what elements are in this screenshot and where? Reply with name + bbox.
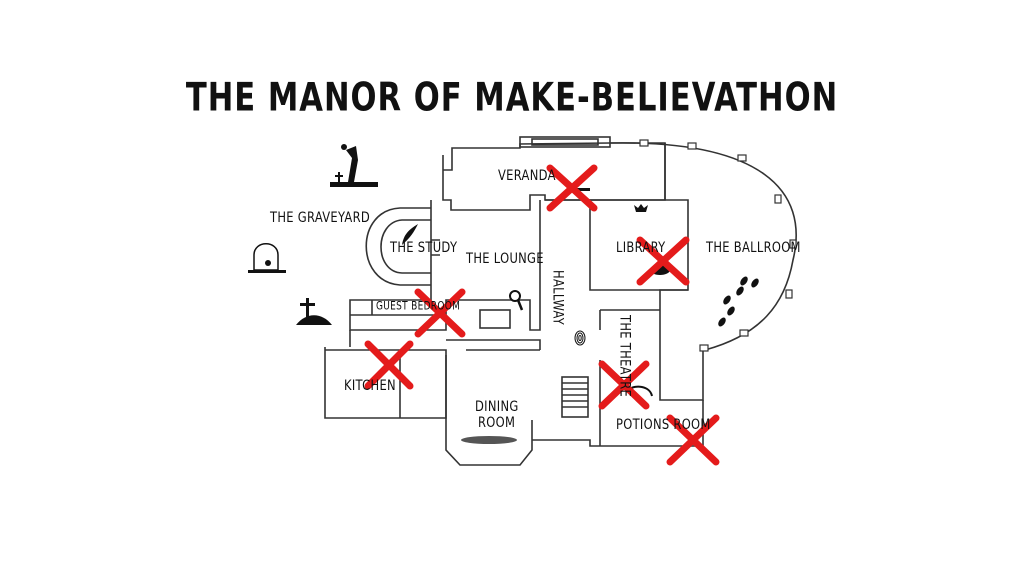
hand-raven-icon [330, 144, 378, 187]
fingerprint-icon [574, 330, 586, 346]
room-label-dining-2: ROOM [478, 413, 516, 431]
stairs-treads [562, 382, 588, 408]
quill-icon [402, 224, 418, 245]
cross-potions-room [666, 414, 720, 466]
icon-layer [248, 144, 759, 397]
wall-ballroom [609, 142, 797, 351]
wall-dining [445, 418, 533, 466]
room-label-ballroom: THE BALLROOM [706, 238, 801, 256]
room-label-kitchen: KITCHEN [344, 376, 396, 394]
lounge-desk [479, 309, 511, 329]
cross-library [636, 236, 690, 286]
cross-theatre [598, 360, 650, 410]
crown-icon [634, 204, 648, 212]
room-label-hallway: HALLWAY [549, 270, 568, 326]
cross-layer [364, 164, 720, 466]
room-label-study: THE STUDY [390, 238, 458, 256]
wall-mid [349, 330, 541, 351]
room-label-veranda: VERANDA [498, 166, 556, 184]
wall-study-inner [380, 219, 431, 274]
stairs [561, 376, 589, 418]
room-label-library: LIBRARY [616, 238, 666, 256]
ballroom-windows [639, 139, 797, 352]
veranda-steps-inner [531, 138, 599, 146]
room-label-theatre: THE THEATRE [616, 315, 635, 398]
grave-cross-icon [296, 298, 332, 325]
wall-guest [350, 300, 440, 316]
wall-study [365, 207, 431, 286]
cross-veranda [546, 164, 598, 212]
room-label-potions: POTIONS ROOM [616, 415, 711, 433]
room-label-dining-1: DINING [475, 397, 519, 415]
wall-west-door [431, 239, 440, 256]
key-icon [572, 188, 590, 191]
cross-guest-bedroom [414, 288, 466, 338]
footprints-icon [718, 276, 759, 327]
cross-kitchen [364, 340, 414, 390]
dining-table [461, 436, 517, 444]
room-label-graveyard: THE GRAVEYARD [270, 208, 371, 226]
tombstone-icon [248, 243, 286, 273]
wall-library [589, 200, 688, 291]
room-label-lounge: THE LOUNGE [466, 249, 544, 267]
map-title: THE MANOR OF MAKE-BELIEVATHON [185, 75, 839, 121]
room-label-guest-bedroom: GUEST BEDROOM [376, 300, 461, 314]
magnifier-icon [509, 290, 524, 311]
veranda-steps [519, 136, 611, 148]
